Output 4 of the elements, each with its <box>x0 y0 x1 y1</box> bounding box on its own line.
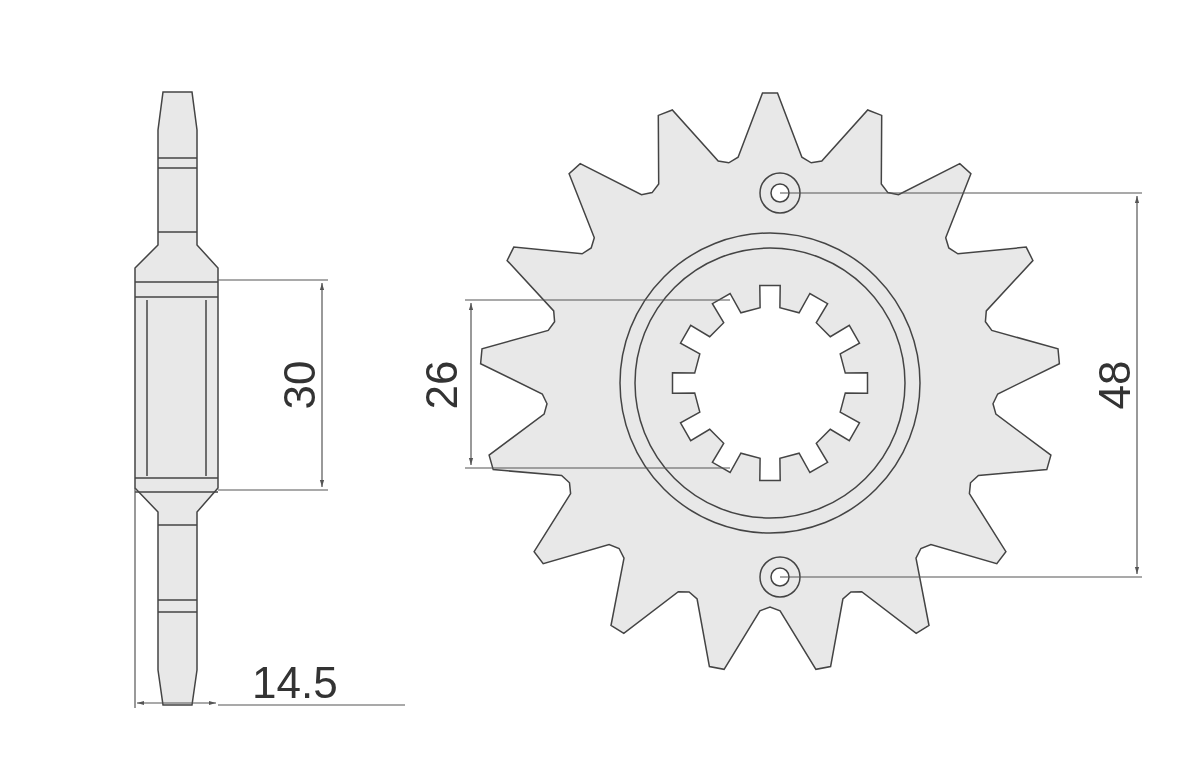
dimension-label: 14.5 <box>252 661 338 705</box>
dimension-label: 30 <box>278 360 322 410</box>
dimension-label: 26 <box>420 360 464 410</box>
dimension-label: 48 <box>1093 360 1137 410</box>
